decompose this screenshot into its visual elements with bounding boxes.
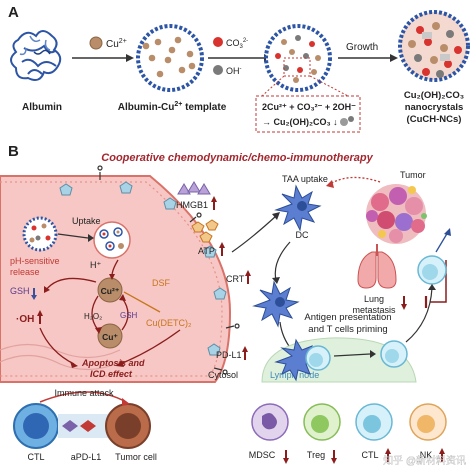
lung-label-2: metastasis	[352, 305, 396, 315]
panel-a: A Cu2+ CO32- OH-	[0, 0, 474, 142]
watermark: 知乎 @新材料资讯	[383, 454, 466, 467]
gsh2-label: GSH	[120, 311, 138, 320]
nk-cell-icon	[409, 403, 447, 441]
lung-icon	[357, 244, 397, 289]
hmgb1-label: HMGB1	[176, 200, 208, 210]
reaction-sphere-icon	[264, 24, 332, 92]
cudetc-label: Cu(DETC)₂	[146, 318, 192, 328]
taa-uptake-label: TAA uptake	[282, 174, 328, 184]
dsf-label: DSF	[152, 278, 171, 288]
equation-box	[255, 95, 361, 133]
dendritic-cell-icon-3	[274, 338, 320, 382]
cu1-label: Cu⁺	[102, 332, 118, 342]
apoptosis-label-1: Apoptosis and	[81, 358, 145, 368]
t-cell-icon-3	[380, 340, 408, 368]
cu2-node	[97, 277, 123, 303]
ctl-cell-icon	[355, 403, 393, 441]
dendritic-cell-icon	[274, 184, 322, 232]
treg-icon	[303, 403, 341, 441]
h-plus-label: H⁺	[90, 260, 101, 270]
tumor-cell-label: Tumor cell	[115, 452, 157, 462]
panel-a-label: A	[8, 4, 19, 21]
product-line-3: (CuCH-NCs)	[407, 114, 462, 125]
hmgb1-icon	[177, 181, 211, 195]
albumin-label: Albumin	[22, 102, 62, 113]
nk-label: NK	[420, 450, 433, 460]
cu2-label: Cu²⁺	[101, 286, 120, 296]
cu1-node	[97, 323, 123, 349]
template-label: Albumin-Cu2+ template	[118, 101, 227, 113]
panel-b-svg: B Cooperative chemodynamic/chemo-immunot…	[0, 143, 466, 467]
gsh-label: GSH	[10, 286, 30, 296]
uptake-label: Uptake	[72, 216, 101, 226]
dendritic-cell-icon-2	[252, 280, 300, 328]
oh-label: OH-	[226, 66, 242, 76]
atp-label: ATP	[198, 246, 215, 256]
tumor-cluster-icon	[366, 184, 427, 244]
albumin-protein-icon	[10, 30, 68, 90]
ctl-label: CTL	[27, 452, 44, 462]
co3-ion-icon	[213, 37, 223, 47]
product-line-2: nanocrystals	[405, 102, 464, 113]
cu-label: Cu2+	[106, 38, 127, 50]
ph-release-label-2: release	[10, 267, 40, 277]
t-cell-icon-1	[417, 255, 447, 285]
endosome-icon	[93, 221, 131, 259]
immune-synapse	[13, 403, 151, 449]
cu-ion-icon	[89, 36, 103, 50]
tumor-label: Tumor	[400, 170, 426, 180]
oh-radical-label: ·OH	[16, 314, 34, 325]
t-cell-icon-2	[305, 345, 331, 371]
antigen-label-2: and T cells priming	[308, 324, 387, 335]
panel-b: B Cooperative chemodynamic/chemo-immunot…	[0, 142, 474, 467]
ctl2-label: CTL	[361, 450, 378, 460]
cytosol-label: Cytosol	[208, 370, 238, 380]
dc-label: DC	[296, 230, 309, 240]
lung-label-1: Lung	[364, 294, 384, 304]
panel-b-label: B	[8, 143, 19, 160]
co3-label: CO32-	[226, 38, 248, 50]
pdl1-label: PD-L1	[216, 350, 242, 360]
nanocrystal-sphere-icon	[398, 10, 470, 82]
equation-line-2: → Cu₂(OH)₂CO₃ ↓	[262, 117, 338, 127]
nanoparticle-uptake-icon	[22, 216, 58, 252]
mdsc-label: MDSC	[249, 450, 276, 460]
pdl1-receptor-icons	[97, 165, 240, 375]
product-line-1: Cu₂(OH)₂CO₃	[404, 90, 464, 101]
treg-label: Treg	[307, 450, 325, 460]
template-sphere-icon	[136, 24, 204, 92]
immune-attack-label: Immune attack	[54, 388, 114, 398]
ph-release-label-1: pH-sensitive	[10, 256, 60, 266]
panel-a-svg: A Cu2+ CO32- OH-	[8, 4, 470, 133]
antigen-label-1: Antigen presentation	[304, 312, 391, 323]
apoptosis-label-2: ICD effect	[90, 369, 133, 379]
h2o2-label: H₂O₂	[84, 312, 102, 321]
panel-b-title: Cooperative chemodynamic/chemo-immunothe…	[101, 152, 373, 164]
equation-line-1: 2Cu²⁺ + CO₃²⁻ + 2OH⁻	[262, 102, 356, 112]
crt-pentagon-icons	[59, 181, 227, 356]
oh-ion-icon	[213, 65, 223, 75]
apdl1-label: aPD-L1	[71, 452, 102, 462]
crt-label: CRT	[226, 274, 245, 284]
mdsc-icon	[251, 403, 289, 441]
growth-label: Growth	[346, 42, 378, 53]
atp-icon	[191, 219, 219, 243]
